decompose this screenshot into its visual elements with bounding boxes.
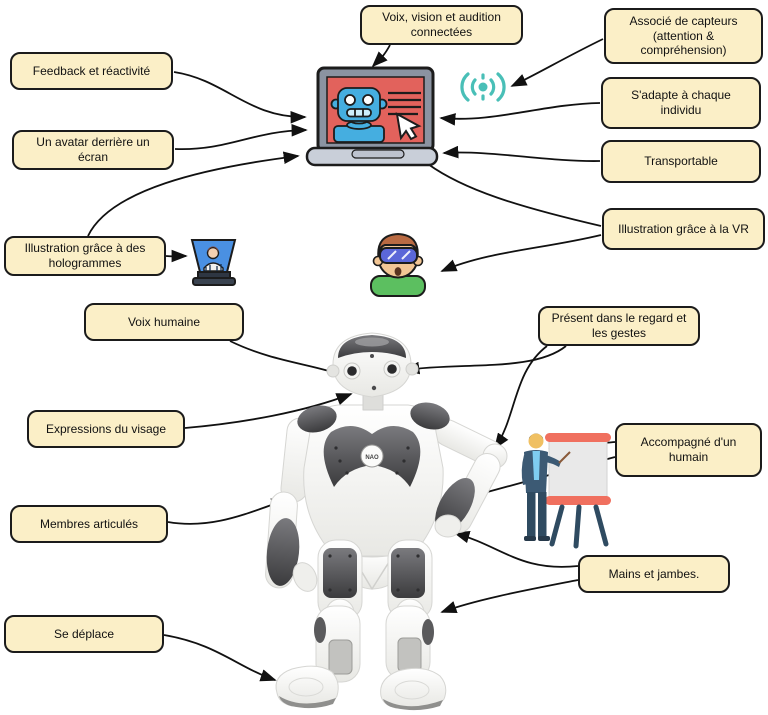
vr-headset-person-icon: [370, 232, 426, 297]
robot-right-ear: [405, 362, 419, 376]
robot-forehead-camera: [370, 354, 374, 358]
robot-left-ear: [326, 364, 340, 378]
screen-text-lines: [388, 91, 421, 116]
arrow-holograms-to-laptop-base: [87, 151, 300, 237]
label-text: Se déplace: [53, 626, 115, 641]
label-sensors: Associé de capteurs (attention & compréh…: [604, 8, 763, 64]
screen-robot-avatar-icon: [330, 87, 388, 143]
robot-eyes: [343, 360, 401, 380]
connectors: [87, 38, 616, 682]
label-adapts: S'adapte à chaque individu: [601, 77, 761, 129]
label-text: S'adapte à chaque individu: [631, 88, 731, 117]
label-text: Accompagné d'un humain: [640, 435, 737, 464]
label-avatar: Un avatar derrière un écran: [12, 130, 174, 170]
presenter-person: [521, 433, 571, 541]
robot-left-leg: [275, 539, 363, 709]
arrow-adapts-to-laptop: [439, 102, 601, 126]
arrow-avatar-to-laptop: [174, 123, 308, 150]
label-limbs: Membres articulés: [10, 505, 168, 543]
label-text: Membres articulés: [39, 516, 139, 531]
label-text: Voix humaine: [127, 314, 201, 329]
robot-left-forearm-pad: [266, 518, 300, 586]
robot-right-hand: [434, 514, 462, 538]
robot-head: [326, 332, 419, 411]
label-vr: Illustration grâce à la VR: [602, 208, 765, 250]
label-text: Mains et jambes.: [608, 566, 700, 581]
arrow-sensors-to-signal-icon: [510, 38, 604, 87]
label-text: Feedback et réactivité: [32, 63, 151, 78]
robot-badge-text: NAO: [365, 455, 379, 461]
label-text: Illustration grâce à des hologrammes: [24, 241, 146, 270]
laptop-illustration: [305, 66, 439, 167]
hologram-projector-icon: [190, 239, 237, 286]
robot-left-shoulder-pad: [297, 405, 337, 433]
label-text: Associé de capteurs (attention & compréh…: [629, 14, 738, 58]
line-laptop-to-vr-label: [427, 163, 602, 227]
arrow-limbs-to-elbow: [167, 498, 288, 525]
arrow-moves-to-foot: [163, 634, 277, 682]
robot-chest-badge: [360, 444, 384, 468]
label-text: Expressions du visage: [45, 421, 167, 436]
label-feedback: Feedback et réactivité: [10, 52, 173, 90]
label-hands-legs: Mains et jambes.: [578, 555, 730, 593]
arrow-transportable-to-laptop-base: [442, 145, 601, 162]
arrow-face-to-chin: [184, 393, 353, 429]
laptop-base-notch: [351, 149, 405, 159]
arrow-hands-legs-to-leg: [440, 579, 579, 614]
label-holograms: Illustration grâce à des hologrammes: [4, 236, 166, 276]
label-text: Présent dans le regard et les gestes: [551, 311, 687, 340]
flipchart-legs: [549, 504, 609, 549]
arrow-vr-label-to-vr-person: [440, 234, 602, 272]
flipchart-top-bar: [545, 433, 611, 442]
label-text: Un avatar derrière un écran: [36, 135, 150, 164]
screen-cursor-icon: [395, 112, 422, 141]
label-transportable: Transportable: [601, 140, 761, 183]
label-face: Expressions du visage: [27, 410, 185, 448]
presenter-with-flipchart-illustration: [521, 433, 611, 549]
label-text: Transportable: [644, 154, 718, 169]
label-human-voice: Voix humaine: [84, 303, 244, 341]
arrow-hands-legs-to-hand: [453, 530, 579, 568]
arrow-feedback-to-laptop: [173, 71, 307, 124]
arrow-gaze-to-eyes: [403, 345, 567, 375]
label-voice-vision: Voix, vision et audition connectées: [360, 5, 523, 45]
broadcast-signal-icon: [460, 72, 506, 102]
robot-right-leg: [380, 539, 447, 711]
robot-left-hand: [292, 562, 318, 592]
nao-robot-illustration: NAO: [265, 332, 508, 711]
arrow-voice-vision-to-laptop: [371, 44, 391, 68]
label-gaze: Présent dans le regard et les gestes: [538, 306, 700, 346]
robot-chest-screws: [334, 446, 410, 475]
flipchart-board: [548, 439, 608, 501]
arrow-gaze-to-arm: [493, 345, 548, 450]
label-text: Voix, vision et audition connectées: [382, 10, 501, 39]
label-human-companion: Accompagné d'un humain: [615, 423, 762, 477]
robot-mouth-camera: [371, 385, 377, 391]
flipchart-bottom-bar: [545, 496, 611, 505]
label-moves: Se déplace: [4, 615, 164, 653]
label-text: Illustration grâce à la VR: [618, 221, 749, 236]
robot-right-shoulder-pad: [410, 402, 450, 430]
